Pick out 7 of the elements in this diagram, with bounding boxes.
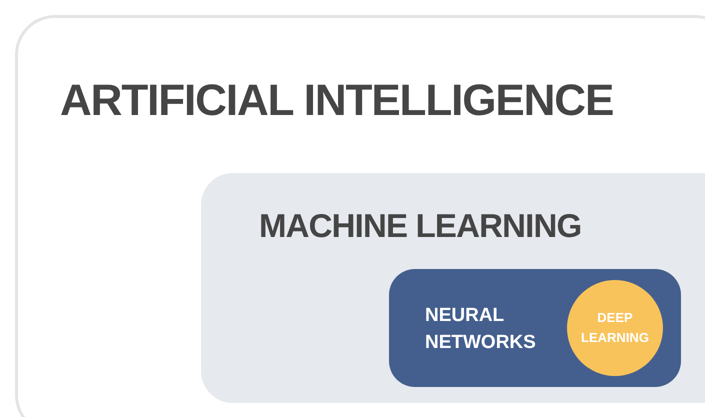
region-label: DEEP LEARNING [580, 309, 650, 347]
outer-region [15, 15, 705, 417]
nested-region [389, 269, 681, 387]
region-label: NEURAL NETWORKS [425, 304, 537, 355]
nested-region [201, 173, 705, 403]
region-label: MACHINE LEARNING [259, 206, 582, 246]
region-label: ARTIFICIAL INTELLIGENCE [60, 75, 614, 127]
